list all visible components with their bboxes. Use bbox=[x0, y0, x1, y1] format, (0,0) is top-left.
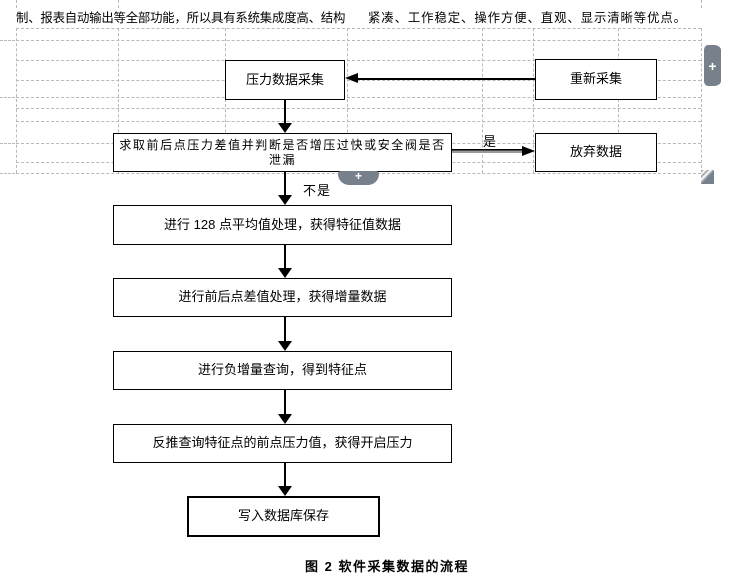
gridline-h-stub bbox=[0, 97, 15, 98]
gridline-h-stub bbox=[0, 173, 15, 174]
table-insert-row-handle[interactable]: + bbox=[338, 169, 379, 185]
gridline-h-stub bbox=[0, 143, 15, 144]
gridline-v bbox=[482, 28, 483, 173]
gridline-v bbox=[347, 28, 348, 173]
flow-node-discard-data[interactable]: 放弃数据 bbox=[535, 133, 657, 172]
gridline-v bbox=[701, 28, 702, 178]
connector-recollect-to-collect bbox=[356, 78, 535, 80]
gridline-v bbox=[16, 0, 17, 8]
gridline-h bbox=[16, 28, 701, 29]
connector-backquery-to-save bbox=[284, 463, 286, 487]
arrowhead-down-icon bbox=[278, 195, 292, 205]
gridline-h bbox=[16, 97, 701, 98]
arrowhead-down-icon bbox=[278, 123, 292, 133]
connector-judge-to-discard bbox=[452, 149, 524, 153]
gridline-v bbox=[618, 28, 619, 173]
flow-node-label: 重新采集 bbox=[569, 71, 622, 87]
edge-label-yes: 是 bbox=[483, 134, 498, 149]
gridline-v bbox=[701, 0, 702, 8]
flow-node-label: 反推查询特征点的前点压力值，获得开启压力 bbox=[152, 435, 413, 451]
plus-icon: + bbox=[708, 57, 717, 74]
flow-node-average-128[interactable]: 进行 128 点平均值处理，获得特征值数据 bbox=[113, 205, 452, 245]
flow-node-recollect[interactable]: 重新采集 bbox=[535, 59, 657, 100]
plus-icon: + bbox=[354, 169, 362, 183]
flow-node-label: 放弃数据 bbox=[569, 144, 622, 160]
flow-node-back-query-opening-pressure[interactable]: 反推查询特征点的前点压力值，获得开启压力 bbox=[113, 424, 452, 463]
connector-collect-to-judge bbox=[284, 100, 286, 124]
arrowhead-down-icon bbox=[278, 486, 292, 496]
flow-node-pressure-collect[interactable]: 压力数据采集 bbox=[225, 60, 345, 100]
gridline-h bbox=[16, 40, 701, 41]
table-insert-column-handle[interactable]: + bbox=[704, 45, 721, 86]
gridline-v bbox=[533, 28, 534, 173]
gridline-h bbox=[16, 121, 701, 122]
paragraph-right-column: 紧凑、工作稳定、操作方便、直观、显示清晰等优点。 bbox=[368, 11, 687, 25]
arrowhead-down-icon bbox=[278, 341, 292, 351]
figure-caption: 图 2 软件采集数据的流程 bbox=[305, 559, 469, 574]
flow-node-write-database[interactable]: 写入数据库保存 bbox=[187, 496, 380, 537]
connector-negquery-to-backquery bbox=[284, 390, 286, 415]
flow-node-label: 压力数据采集 bbox=[245, 71, 324, 87]
arrowhead-down-icon bbox=[278, 414, 292, 424]
flow-node-label: 进行负增量查询，得到特征点 bbox=[197, 362, 367, 378]
gridline-v bbox=[16, 28, 17, 173]
connector-average-to-diff bbox=[284, 245, 286, 269]
arrowhead-left-icon bbox=[345, 73, 358, 83]
paragraph-left-column: 制、报表自动输出等全部功能，所以具有系统集成度高、结构 bbox=[16, 11, 346, 25]
arrowhead-right-icon bbox=[522, 146, 535, 156]
flow-node-judge-pressure-diff[interactable]: 求取前后点压力差值并判断是否增压过快或安全阀是否泄漏 bbox=[113, 133, 452, 172]
gridline-h-stub bbox=[0, 40, 15, 41]
flow-node-label: 进行 128 点平均值处理，获得特征值数据 bbox=[164, 216, 401, 232]
table-resize-grip-icon[interactable] bbox=[701, 170, 714, 184]
gridline-v bbox=[118, 0, 119, 8]
flow-node-negative-increment-query[interactable]: 进行负增量查询，得到特征点 bbox=[113, 351, 452, 390]
edge-label-no: 不是 bbox=[303, 183, 332, 198]
gridline-h bbox=[16, 108, 701, 109]
flow-node-label: 进行前后点差值处理，获得增量数据 bbox=[178, 289, 387, 305]
flow-node-diff-process[interactable]: 进行前后点差值处理，获得增量数据 bbox=[113, 278, 452, 317]
gridline-h bbox=[16, 80, 701, 81]
gridline-h bbox=[16, 60, 701, 61]
connector-judge-to-average bbox=[284, 172, 286, 196]
gridline-v bbox=[118, 28, 119, 173]
connector-diff-to-negquery bbox=[284, 317, 286, 342]
gridline-v bbox=[225, 28, 226, 173]
flow-node-label: 求取前后点压力差值并判断是否增压过快或安全阀是否泄漏 bbox=[119, 137, 446, 167]
arrowhead-down-icon bbox=[278, 268, 292, 278]
flow-node-label: 写入数据库保存 bbox=[237, 508, 329, 524]
